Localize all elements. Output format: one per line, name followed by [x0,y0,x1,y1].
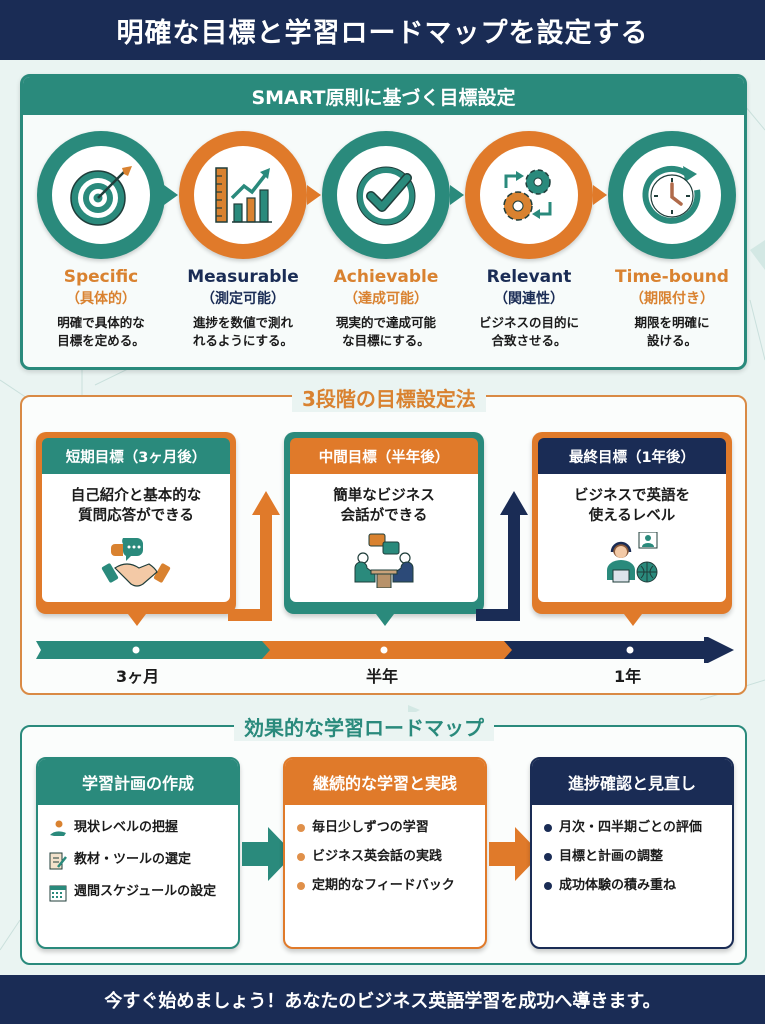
goal-card-head: 短期目標（3ヶ月後） [42,438,230,474]
arrow-right-icon [307,185,321,205]
clock-icon [642,165,701,224]
goal-card-head: 中間目標（半年後） [290,438,478,474]
pointer-icon [376,614,394,626]
checkmark-icon [356,166,416,226]
arrow-up-icon [476,491,528,621]
smart-item-achievable: Achievable （達成可能） 現実的で達成可能 な目標にする。 [316,115,456,350]
smart-desc: ビジネスの目的に 合致させる。 [478,315,579,348]
meeting-icon [354,533,414,588]
smart-label-en: Specific [63,267,139,287]
roadmap-card-practice: 継続的な学習と実践 毎日少しずつの学習 ビジネス英会話の実践 定期的なフィードバ… [283,757,487,949]
smart-desc: 期限を明確に 設ける。 [634,315,710,348]
smart-panel: SMART原則に基づく目標設定 Specific （具体的） 明確で具体的な 目… [20,74,747,370]
smart-label-jp: （測定可能） [201,291,285,307]
roadmap-card-plan: 学習計画の作成 現状レベルの把握 教材・ツールの選定 週間スケジュールの設定 [36,757,240,949]
goal-card-mid-term: 中間目標（半年後） 簡単なビジネス 会話ができる [284,432,484,626]
smart-label-en: Achievable [333,267,439,287]
timeline-label-3-months: 3ヶ月 [116,667,160,686]
stage-goal-panel: 3段階の目標設定法 短期目標（3ヶ月後） 自己紹介と基本的な 質問応答ができる [20,383,747,695]
stage-panel-title: 3段階の目標設定法 [292,383,486,412]
smart-item-time-bound: Time-bound （期限付き） 期限を明確に 設ける。 [602,115,742,350]
document-edit-icon [49,852,67,870]
roadmap-list-item: 定期的なフィードバック [295,877,475,894]
roadmap-panel: 効果的な学習ロードマップ 学習計画の作成 現状レベルの把握 教材・ツールの選定 … [20,712,747,965]
smart-label-jp: （関連性） [494,291,564,307]
chart-ruler-icon [215,167,272,223]
goal-card-text: 簡単なビジネス [333,488,435,504]
roadmap-list-item: 現状レベルの把握 [48,819,228,839]
smart-label-en: Measurable [187,267,299,287]
gears-icon [503,169,552,221]
smart-label-en: Time-bound [615,267,729,287]
roadmap-card-head: 継続的な学習と実践 [285,759,485,805]
roadmap-card-review: 進捗確認と見直し 月次・四半期ごとの評価 目標と計画の調整 成功体験の積み重ね [530,757,734,949]
footer-banner: 今すぐ始めましょう！あなたのビジネス英語学習を成功へ導きます。 [0,975,765,1024]
goal-card-text: 質問応答ができる [78,508,194,524]
roadmap-list-item: 毎日少しずつの学習 [295,819,475,836]
arrow-right-icon [164,185,178,205]
arrow-right-icon [242,827,294,881]
roadmap-list-item: 目標と計画の調整 [542,848,722,865]
goal-card-text: 会話ができる [340,508,428,524]
arrow-up-icon [228,491,280,621]
calendar-icon [49,885,67,902]
timeline-label-half-year: 半年 [366,667,399,686]
arrow-right-icon [593,185,607,205]
roadmap-list-item: 成功体験の積み重ね [542,877,722,894]
smart-item-specific: Specific （具体的） 明確で具体的な 目標を定める。 [31,115,171,350]
roadmap-list-item: 教材・ツールの選定 [48,851,228,871]
arrow-right-icon [489,827,541,881]
smart-label-jp: （達成可能） [344,291,428,307]
smart-item-relevant: Relevant （関連性） ビジネスの目的に 合致させる。 [459,115,599,350]
goal-card-text: ビジネスで英語を [574,488,690,504]
target-icon [70,166,132,226]
roadmap-list-item: ビジネス英会話の実践 [295,848,475,865]
roadmap-list-item: 週間スケジュールの設定 [48,883,228,903]
goal-card-text: 使えるレベル [588,508,676,524]
arrow-right-icon [450,185,464,205]
smart-desc: 進捗を数値で測れ れるようにする。 [192,315,294,348]
handshake-icon [101,538,171,587]
goal-card-short-term: 短期目標（3ヶ月後） 自己紹介と基本的な 質問応答ができる [36,432,236,626]
goal-card-text: 自己紹介と基本的な [70,488,202,504]
timeline-label-1-year: 1年 [614,667,642,686]
smart-label-jp: （具体的） [66,291,136,307]
goal-card-head: 最終目標（1年後） [538,438,726,474]
smart-desc: 明確で具体的な 目標を定める。 [57,315,145,348]
smart-label-en: Relevant [486,267,572,287]
smart-desc: 現実的で達成可能 な目標にする。 [335,315,436,348]
roadmap-list-item: 月次・四半期ごとの評価 [542,819,722,836]
smart-panel-title: SMART原則に基づく目標設定 [23,77,744,115]
roadmap-card-head: 進捗確認と見直し [532,759,732,805]
pointer-icon [128,614,146,626]
pointer-icon [624,614,642,626]
timeline-bar [36,637,734,663]
page-title: 明確な目標と学習ロードマップを設定する [0,0,765,60]
hand-person-icon [50,820,66,836]
headset-globe-icon [607,532,658,583]
smart-label-jp: （期限付き） [630,291,714,307]
roadmap-panel-title: 効果的な学習ロードマップ [234,712,494,741]
smart-item-measurable: Measurable （測定可能） 進捗を数値で測れ れるようにする。 [173,115,313,350]
goal-card-final: 最終目標（1年後） ビジネスで英語を 使えるレベル [532,432,732,626]
roadmap-card-head: 学習計画の作成 [38,759,238,805]
